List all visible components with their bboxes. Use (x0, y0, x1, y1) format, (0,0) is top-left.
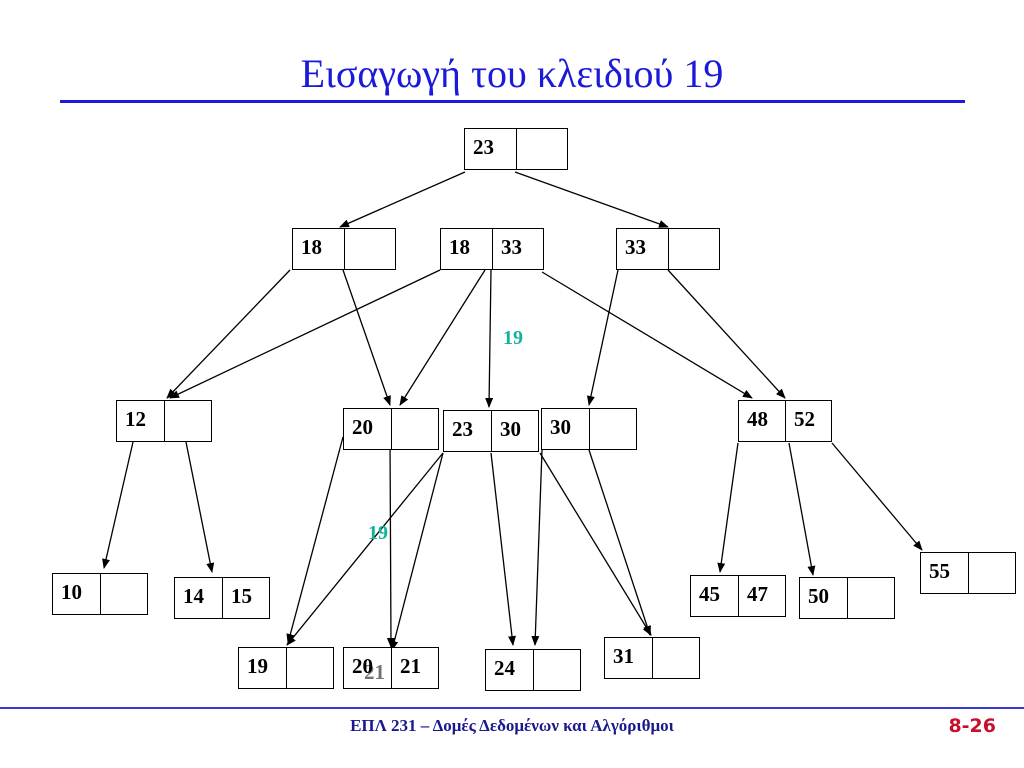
tree-node-root: 23 (464, 128, 568, 170)
slide-title: Εισαγωγή του κλειδιού 19 (300, 51, 724, 96)
insert-key-annotation: 19 (368, 522, 388, 544)
key-cell: 20 (352, 654, 373, 678)
key-cell: 47 (738, 576, 785, 616)
key-cell: 48 (747, 407, 768, 431)
key-cell (533, 650, 580, 690)
key-cell: 18 (449, 235, 470, 259)
tree-node: 12 (116, 400, 212, 442)
tree-node: 48 52 (738, 400, 832, 442)
key-cell: 24 (494, 656, 515, 680)
edge-2330-24 (490, 452, 516, 646)
key-cell (100, 574, 147, 614)
edge-12-1415 (185, 441, 215, 573)
key-cell: 23 (452, 417, 473, 441)
key-cell: 31 (613, 644, 634, 668)
overlapping-key-label: 21 (364, 660, 385, 684)
key-cell: 20 (352, 415, 373, 439)
key-cell (164, 401, 211, 441)
edge-1833-20 (399, 269, 486, 406)
edge-1833-12 (169, 269, 441, 399)
title-rule (60, 100, 965, 103)
edge-4852-55 (831, 442, 923, 551)
leaf-node: 55 (920, 552, 1016, 594)
leaf-node: 50 (799, 577, 895, 619)
key-cell: 50 (808, 584, 829, 608)
edge-20-2021 (386, 436, 395, 648)
leaf-node: 45 47 (690, 575, 786, 617)
key-cell (286, 648, 333, 688)
tree-node: 20 (343, 408, 439, 450)
key-cell: 23 (473, 135, 494, 159)
key-cell (589, 409, 636, 449)
key-cell: 15 (222, 578, 269, 618)
leaf-node: 31 (604, 637, 700, 679)
edge-20-19 (286, 436, 344, 644)
key-cell: 21 (391, 648, 438, 688)
key-cell: 30 (491, 411, 538, 451)
course-footer: ΕΠΛ 231 – Δομές Δεδομένων και Αλγόριθμοι (350, 716, 674, 735)
edge-1833-4852 (541, 271, 753, 399)
edge-4852-50 (788, 442, 816, 576)
key-cell (516, 129, 567, 169)
key-cell (968, 553, 1015, 593)
edge-4852-4547 (717, 442, 739, 573)
key-cell: 52 (785, 401, 831, 441)
key-cell (668, 229, 719, 269)
edge-30-24 (531, 449, 543, 646)
edge-root-left (339, 171, 466, 228)
page-number: 8-26 (948, 715, 996, 737)
tree-node: 23 30 (443, 410, 539, 452)
insert-key-annotation: 19 (503, 327, 523, 349)
key-cell: 45 (699, 582, 720, 606)
leaf-node: 19 (238, 647, 334, 689)
key-cell: 12 (125, 407, 146, 431)
edge-30-31 (588, 449, 651, 636)
key-cell (652, 638, 699, 678)
tree-node: 18 33 (440, 228, 544, 270)
edge-2330-2021 (390, 452, 444, 651)
key-cell: 33 (492, 229, 543, 269)
tree-node: 33 (616, 228, 720, 270)
edge-root-right (514, 171, 669, 228)
edge-2330-31 (539, 452, 652, 636)
key-cell: 33 (625, 235, 646, 259)
edge-33-4852b (667, 269, 786, 399)
key-cell: 10 (61, 580, 82, 604)
edge-12-10 (102, 441, 134, 569)
leaf-node: 24 (485, 649, 581, 691)
key-cell: 18 (301, 235, 322, 259)
edge-2330-19 (286, 452, 444, 646)
edge-1833-2330 (485, 269, 494, 408)
key-cell: 30 (550, 415, 571, 439)
leaf-node: 14 15 (174, 577, 270, 619)
key-cell (847, 578, 894, 618)
edge-18-12 (166, 269, 291, 399)
edge-18-20 (342, 269, 391, 406)
leaf-node: 20 21 (343, 647, 439, 689)
key-cell: 14 (183, 584, 204, 608)
tree-node: 30 (541, 408, 637, 450)
key-cell: 19 (247, 654, 268, 678)
key-cell (344, 229, 395, 269)
edge-33-30 (586, 269, 619, 406)
key-cell (391, 409, 438, 449)
footer-rule (0, 707, 1024, 709)
leaf-node: 10 (52, 573, 148, 615)
key-cell: 55 (929, 559, 950, 583)
tree-node: 18 (292, 228, 396, 270)
